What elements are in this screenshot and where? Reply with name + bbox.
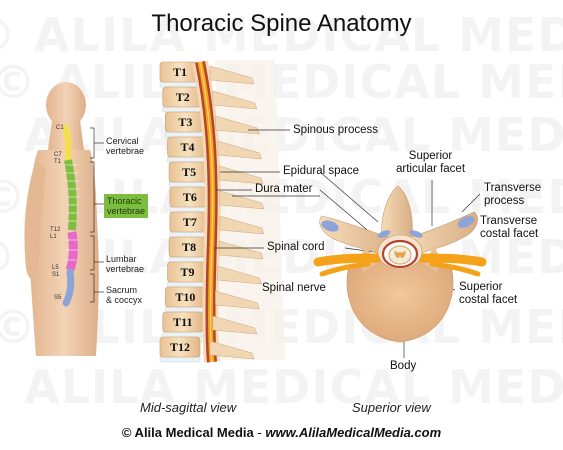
callout-spinal-cord: Spinal cord xyxy=(267,241,325,253)
callout-transverse-costal-facet: Transverse costal facet xyxy=(480,215,538,241)
footer-url: www.AlilaMedicalMedia.com xyxy=(265,425,442,440)
vertebra-label-t7: T7 xyxy=(182,215,197,229)
intervertebral-disc xyxy=(168,181,210,188)
marker-t1: T1 xyxy=(54,159,62,165)
callout-transverse-process: Transverse process xyxy=(484,182,541,208)
label-cervical-vertebrae: Cervical vertebrae xyxy=(106,136,144,156)
marker-l1: L1 xyxy=(50,234,57,240)
vertebra-label-t1: T1 xyxy=(172,65,187,79)
human-figure xyxy=(24,82,99,356)
callout-transverse-process-text: Transverse process xyxy=(484,182,542,207)
vertebra-label-t11: T11 xyxy=(173,315,193,329)
marker-s5: S5 xyxy=(54,295,62,301)
callout-epidural-space: Epidural space xyxy=(283,165,360,177)
intervertebral-disc xyxy=(162,331,204,338)
spinous-process-t7 xyxy=(219,215,265,235)
footer-separator: - xyxy=(257,425,262,440)
superior-vertebra xyxy=(313,185,487,343)
caption-mid-sagittal-view: Mid-sagittal view xyxy=(140,400,237,415)
footer-credit: © Alila Medical Media - www.AlilaMedical… xyxy=(0,425,563,440)
callout-transverse-costal-facet-text: Transverse costal facet xyxy=(480,215,539,240)
callout-body: Body xyxy=(390,360,417,372)
intervertebral-disc xyxy=(162,106,204,113)
intervertebral-disc xyxy=(165,306,206,313)
label-cervical-text: Cervical vertebrae xyxy=(106,136,145,156)
callout-spinous-process: Spinous process xyxy=(293,124,379,136)
callout-superior-articular-facet: Superior articular facet xyxy=(396,150,465,176)
vertebra-label-t9: T9 xyxy=(180,265,195,279)
intervertebral-disc xyxy=(169,206,211,213)
callout-superior-costal-facet-text: Superior costal facet xyxy=(459,281,518,306)
label-sacrum-coccyx: Sacrum & coccyx xyxy=(106,285,142,305)
spinous-process-t9 xyxy=(217,265,262,285)
spinous-process-t3 xyxy=(215,115,260,135)
intervertebral-disc xyxy=(169,231,211,238)
vertebra-label-t5: T5 xyxy=(182,165,197,179)
thoracic-segment xyxy=(64,159,77,231)
page-title: Thoracic Spine Anatomy xyxy=(151,10,412,37)
callout-dura-mater: Dura mater xyxy=(255,183,313,195)
region-brackets xyxy=(90,127,104,303)
intervertebral-disc xyxy=(165,131,206,138)
label-thoracic-vertebrae: Thoracic vertebrae xyxy=(104,194,149,218)
vertebra-label-t8: T8 xyxy=(182,240,197,254)
intervertebral-disc xyxy=(159,81,201,88)
spinous-process-t10 xyxy=(215,290,260,310)
marker-l5: L5 xyxy=(52,265,59,271)
head xyxy=(46,82,86,128)
footer-copyright: © Alila Medical Media xyxy=(121,425,254,440)
intervertebral-disc xyxy=(159,356,201,363)
marker-c7: C7 xyxy=(54,152,62,158)
torso xyxy=(29,150,99,356)
intervertebral-disc xyxy=(168,256,210,263)
marker-s1: S1 xyxy=(52,272,60,278)
callout-spinal-nerve: Spinal nerve xyxy=(262,282,326,294)
spinous-process-t11 xyxy=(212,315,258,335)
intervertebral-disc xyxy=(167,281,208,288)
vertebra-label-t2: T2 xyxy=(175,90,190,104)
spinous-process-t4 xyxy=(217,140,262,160)
vertebra-label-t6: T6 xyxy=(182,190,197,204)
cervical-segment xyxy=(63,125,72,161)
vertebra-label-t4: T4 xyxy=(180,140,195,154)
marker-t12: T12 xyxy=(50,227,61,233)
caption-superior-view: Superior view xyxy=(352,400,431,415)
vertebral-body-t12 xyxy=(159,336,201,358)
callout-superior-articular-facet-text: Superior articular facet xyxy=(396,150,466,175)
label-lumbar-text: Lumbar vertebrae xyxy=(106,254,145,274)
vertebra-label-t12: T12 xyxy=(169,340,190,354)
lumbar-segment xyxy=(65,231,78,272)
spinous-process-t2 xyxy=(212,90,258,110)
arm xyxy=(24,160,46,280)
spinous-process-t8 xyxy=(218,240,264,260)
spinous-process-t1 xyxy=(209,65,255,85)
spinous-process-t5 xyxy=(218,165,264,185)
spinous-process-t12 xyxy=(209,340,255,360)
label-lumbar-vertebrae: Lumbar vertebrae xyxy=(106,254,144,274)
marker-c1: C1 xyxy=(56,125,64,131)
vertebra-label-t10: T10 xyxy=(175,290,196,304)
intervertebral-disc xyxy=(167,156,208,163)
sacrum-segment xyxy=(62,268,75,307)
label-thoracic-text: Thoracic vertebrae xyxy=(107,196,146,216)
spinous-process-t6 xyxy=(219,190,265,210)
sagittal-spine xyxy=(159,60,285,363)
callout-superior-costal-facet: Superior costal facet xyxy=(459,281,517,307)
vertebra-label-t3: T3 xyxy=(178,115,193,129)
label-sacrum-text: Sacrum & coccyx xyxy=(106,285,143,305)
